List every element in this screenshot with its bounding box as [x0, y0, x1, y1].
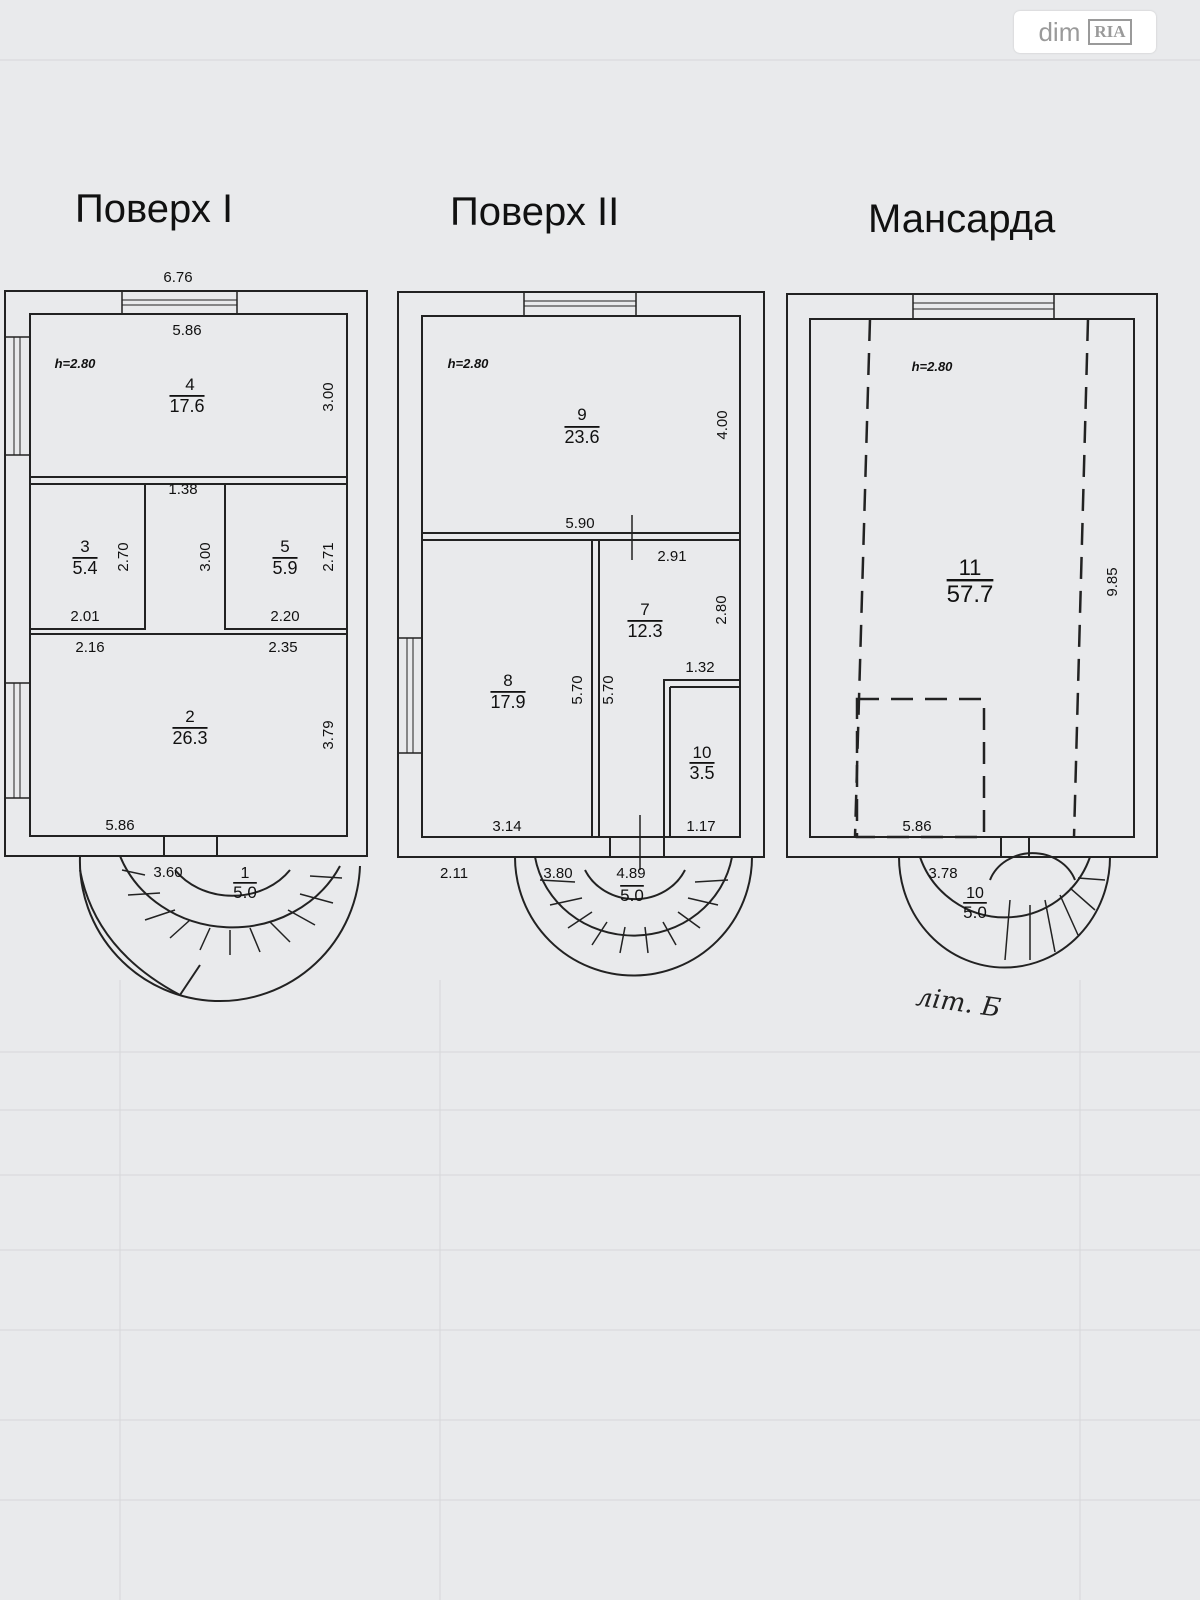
- dimension-label: 1.17: [686, 818, 715, 835]
- room-10-walls: [663, 679, 741, 838]
- attic-floor: Мансарда h=2.80 11 57.7 10 5.0: [786, 197, 1158, 1024]
- dimension-label: 2.80: [713, 595, 730, 624]
- stair-door: [609, 836, 665, 858]
- dimension-label: 3.78: [928, 865, 957, 882]
- dimension-label: 4.00: [714, 410, 731, 439]
- room-number: 10: [693, 743, 712, 762]
- room-area: 23.6: [564, 427, 599, 447]
- dimension-label: 2.71: [320, 542, 337, 571]
- room-number: 7: [640, 600, 649, 619]
- stair-inner-arc: [534, 856, 733, 937]
- room-3-walls: [29, 483, 146, 630]
- room-5-walls: [224, 483, 348, 630]
- dimension-label: 2.11: [440, 865, 468, 882]
- stair-treads: [1004, 877, 1106, 961]
- dimension-label: 4.89: [616, 865, 645, 882]
- height-note: h=2.80: [912, 359, 954, 374]
- stair-inner-arc: [119, 855, 341, 929]
- dimension-label: 3.80: [543, 865, 572, 882]
- dimension-label: 3.14: [492, 818, 521, 835]
- stair-treads: [121, 869, 343, 955]
- room-area: 57.7: [947, 581, 994, 608]
- room-number: 9: [577, 405, 586, 424]
- window: [523, 291, 637, 317]
- room-area: 17.9: [490, 692, 525, 712]
- room-number: 11: [959, 555, 982, 580]
- window: [4, 682, 31, 799]
- stair-outer-arc: [78, 855, 361, 1003]
- room-number: 8: [503, 671, 512, 690]
- room-number: 2: [185, 707, 194, 726]
- dimension-label: 3.00: [320, 382, 337, 411]
- room-area: 12.3: [627, 621, 662, 641]
- handwritten-note: літ. Б: [914, 982, 1003, 1024]
- floor-1: Поверх I: [4, 187, 368, 1003]
- dimension-label: 2.70: [115, 542, 132, 571]
- dimension-label: 1.38: [168, 481, 197, 498]
- stair-step-arc: [174, 869, 291, 897]
- entry-porch: [79, 869, 201, 997]
- stair-treads: [539, 879, 729, 954]
- room-number: 3: [80, 537, 89, 556]
- height-note: h=2.80: [448, 356, 490, 371]
- dimension-label: 2.91: [657, 548, 686, 565]
- stair-outer-arc: [514, 856, 753, 977]
- window: [121, 290, 238, 315]
- background-texture: [0, 59, 1200, 1600]
- room-area: 5.9: [272, 558, 297, 578]
- room-area: 26.3: [172, 728, 207, 748]
- dimria-watermark-logo: dim RIA: [1014, 11, 1156, 53]
- dimension-label: 2.16: [75, 639, 104, 656]
- floor-2: Поверх II: [397, 190, 765, 977]
- room-number: 1: [241, 865, 250, 882]
- dimension-label: 9.85: [1104, 567, 1121, 596]
- dimension-label: 5.86: [105, 817, 134, 834]
- roof-slope-lines: [853, 318, 1090, 839]
- stair-inner-arc: [919, 856, 1091, 919]
- watermark-brand-ria: RIA: [1088, 19, 1132, 45]
- room-area: 5.0: [963, 903, 987, 922]
- watermark-brand-dim: dim: [1038, 16, 1081, 47]
- room-number: 5: [280, 537, 289, 556]
- dimension-label: 1.32: [685, 659, 714, 676]
- dimension-label: 5.86: [902, 818, 931, 835]
- room-number: 10: [966, 885, 984, 902]
- stair-outer-arc: [898, 856, 1111, 969]
- dimension-label: 3.79: [320, 720, 337, 749]
- dimension-label: 5.90: [565, 515, 594, 532]
- room-area: 3.5: [689, 763, 714, 783]
- window: [4, 336, 31, 456]
- window: [912, 293, 1055, 320]
- dimension-label: 2.20: [270, 608, 299, 625]
- floor-2-title: Поверх II: [450, 190, 619, 234]
- dimension-label: 3.60: [153, 864, 182, 881]
- floor-1-title: Поверх I: [75, 187, 233, 231]
- dimension-label: 3.00: [197, 542, 214, 571]
- stair-step-arc: [584, 869, 686, 901]
- window: [397, 637, 423, 754]
- entrance-door: [163, 835, 218, 857]
- room-area: 5.4: [72, 558, 97, 578]
- dimension-label: 5.70: [600, 675, 617, 704]
- attic-title: Мансарда: [868, 197, 1056, 241]
- dimension-label: 5.70: [569, 675, 586, 704]
- dimension-label: 2.35: [268, 639, 297, 656]
- room-area: 5.0: [233, 883, 257, 902]
- room-area: 17.6: [169, 396, 204, 416]
- height-note: h=2.80: [55, 356, 97, 371]
- dimension-label: 2.01: [70, 608, 99, 625]
- dimension-label: 5.86: [172, 322, 201, 339]
- stair-step-arc: [989, 852, 1076, 881]
- dimension-label: 6.76: [163, 269, 192, 286]
- room-area: 5.0: [620, 886, 644, 905]
- room-number: 4: [185, 375, 194, 394]
